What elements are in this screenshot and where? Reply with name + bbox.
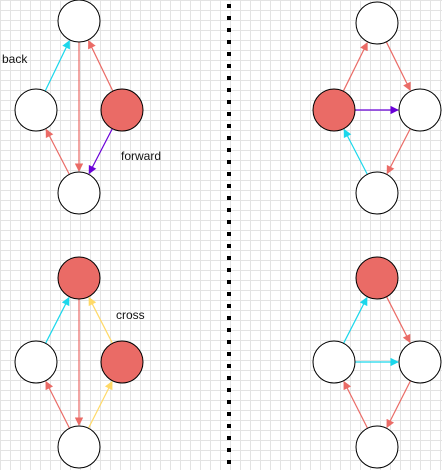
cross-label: cross [116,308,145,322]
bottom-right-node-d [355,425,399,469]
nodes-layer [14,0,442,469]
top-left-node-a [57,0,101,43]
bottom-left-node-a [57,256,101,300]
top-right-node-b [312,88,356,132]
forward-label: forward [121,149,161,163]
bottom-left-edge-b-a-back [45,296,70,344]
top-right-edge-d-b-back [343,128,368,175]
top-left-edge-c-a-tree [88,40,114,92]
top-left-edge-c-d-forward [88,128,113,175]
top-right-edge-a-c-tree [385,41,411,92]
bottom-right-edge-a-c-tree [386,296,411,344]
bottom-left-edge-d-b-tree [45,380,71,429]
top-right-node-a [355,1,399,45]
edges-layer [44,40,412,429]
back-label: back [2,52,28,66]
top-right-node-c [398,88,442,132]
top-left-edge-d-b-tree [45,128,70,175]
bottom-left-node-c [100,340,144,384]
top-left-edge-b-a-back [44,40,70,92]
bottom-left-node-d [57,425,101,469]
top-left-node-d [57,171,101,215]
bottom-right-node-b [312,340,356,384]
top-left-node-c [100,88,144,132]
bottom-left-node-b [14,340,58,384]
bottom-left-edge-c-a-cross [88,296,113,344]
bottom-left-edge-d-c-cross [87,380,113,429]
bottom-right-node-a [355,256,399,300]
top-right-node-d [355,171,399,215]
bottom-right-node-c [398,340,442,384]
bottom-right-edge-c-d-tree [386,380,412,429]
top-left-node-b [14,88,58,132]
top-right-edge-c-d-tree [386,128,411,175]
bottom-right-edge-b-a-back [343,296,368,344]
top-right-edge-b-a-tree [342,41,368,92]
bottom-right-edge-d-b-tree [343,380,369,429]
